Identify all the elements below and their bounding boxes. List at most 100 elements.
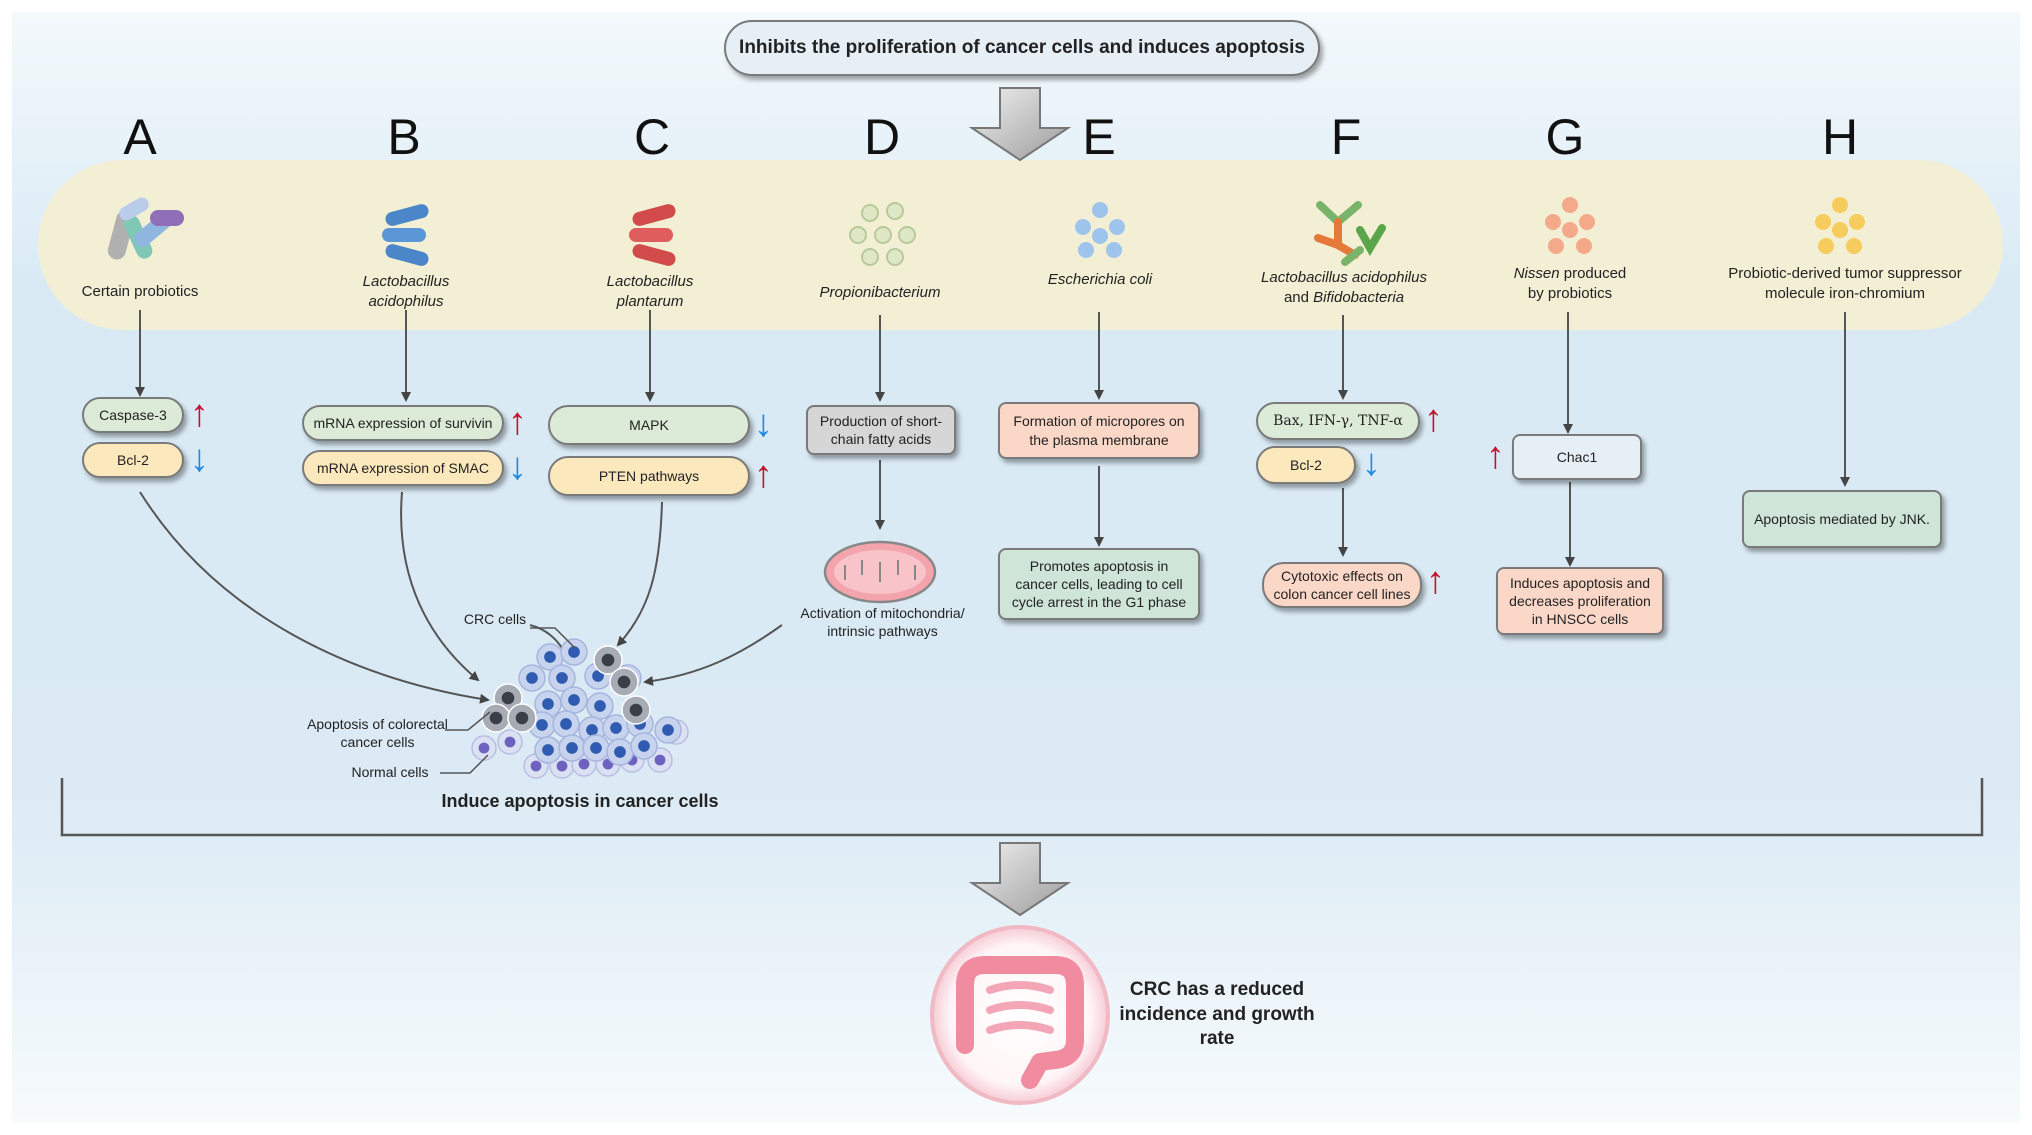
source-g-line1a: Nissen	[1513, 265, 1560, 282]
cocci-bacteria-yellow-icon	[1815, 197, 1865, 254]
probiotic-band	[38, 160, 2003, 330]
normal-cells-label: Normal cells	[335, 763, 445, 781]
source-b-line1: Lactobacillus	[362, 273, 450, 290]
jnk-box: Apoptosis mediated by JNK.	[1742, 490, 1942, 548]
cell-nucleus	[590, 742, 602, 754]
branching-bacteria-icon	[1314, 201, 1386, 266]
bracket-line	[60, 778, 1984, 837]
smac-box: mRNA expression of SMAC	[302, 450, 504, 486]
outcome-line3: rate	[1199, 1028, 1235, 1050]
source-f-line1: Lactobacillus acidophilus	[1261, 269, 1427, 286]
micropores-text: Formation of micropores on the plasma me…	[1013, 413, 1185, 448]
caspase3-text: Caspase-3	[99, 406, 167, 423]
chac1-box: Chac1	[1512, 434, 1642, 480]
source-c-line1: Lactobacillus	[606, 273, 694, 290]
cocci-bacteria-orange-icon	[1545, 197, 1595, 254]
source-a-text: Certain probiotics	[81, 283, 199, 300]
cell-nucleus	[629, 703, 643, 717]
source-f-line2b: Bifidobacteria	[1313, 288, 1405, 306]
cell-nucleus	[614, 746, 626, 758]
source-label-a: Certain probiotics	[60, 282, 220, 302]
source-h-line2: molecule iron-chromium	[1764, 284, 1926, 302]
cell-label-leaders	[440, 627, 576, 774]
flow-connectors	[135, 310, 1850, 704]
middle-down-arrow	[968, 842, 1072, 917]
source-e-text: Escherichia coli	[1047, 271, 1153, 288]
cell-nucleus	[542, 698, 554, 710]
source-h-line1: Probiotic-derived tumor suppressor	[1728, 265, 1962, 282]
up-arrow-cytotoxic: ↑	[1426, 560, 1445, 602]
apoptosis-label: Apoptosis of colorectal cancer cells	[290, 715, 465, 751]
pten-box: PTEN pathways	[548, 456, 750, 496]
cell-nucleus	[592, 670, 604, 682]
source-c-line2: plantarum	[616, 292, 684, 310]
induce-apoptosis-caption: Induce apoptosis in cancer cells	[380, 790, 780, 813]
source-label-b: Lactobacillus acidophilus	[326, 272, 486, 311]
cell-nucleus	[610, 722, 622, 734]
bax-text: Bax, IFN-γ, TNF-α	[1273, 412, 1403, 429]
bcl2-a-text: Bcl-2	[117, 451, 149, 468]
mitochondria-line1: Activation of mitochondria/	[800, 605, 965, 621]
survivin-text: mRNA expression of survivin	[313, 414, 493, 431]
source-g-line2: by probiotics	[1527, 284, 1613, 302]
up-arrow-survivin: ↑	[508, 401, 527, 443]
header-box: Inhibits the proliferation of cancer cel…	[724, 20, 1320, 76]
panel-letter-h: H	[1821, 109, 1859, 165]
cell-nucleus	[526, 672, 538, 684]
source-b-line2: acidophilus	[368, 292, 444, 310]
down-arrow-bcl2-a: ↓	[190, 438, 209, 480]
cell-nucleus	[542, 744, 554, 756]
smac-text: mRNA expression of SMAC	[317, 459, 489, 476]
cell-nucleus	[501, 691, 515, 705]
scfa-box: Production of short-chain fatty acids	[806, 405, 956, 455]
chac1-text: Chac1	[1556, 448, 1598, 465]
down-arrow-bcl2-f: ↓	[1362, 442, 1381, 484]
cell-nucleus	[556, 672, 568, 684]
cell-nucleus	[560, 718, 572, 730]
caspase3-box: Caspase-3	[82, 397, 184, 433]
panel-letter-f: F	[1330, 109, 1362, 165]
up-arrow-caspase3: ↑	[190, 393, 209, 435]
outcome-line2: incidence and growth	[1119, 1003, 1315, 1025]
mapk-text: MAPK	[629, 416, 669, 433]
cell-nucleus	[594, 700, 606, 712]
bcl2-box-f: Bcl-2	[1256, 446, 1356, 484]
cell-nucleus	[530, 760, 542, 772]
g1-arrest-box: Promotes apoptosis in cancer cells, lead…	[998, 548, 1200, 620]
up-arrow-chac1: ↑	[1486, 435, 1505, 477]
panel-letter-g: G	[1545, 109, 1585, 165]
down-arrow-mapk: ↓	[754, 403, 773, 445]
cocci-bacteria-green-icon	[849, 202, 916, 266]
mapk-box: MAPK	[548, 405, 750, 445]
hnscc-box: Induces apoptosis and decreases prolifer…	[1496, 567, 1664, 635]
cell-nucleus	[489, 711, 503, 725]
jnk-text: Apoptosis mediated by JNK.	[1754, 510, 1930, 527]
apoptosis-line1: Apoptosis of colorectal	[307, 716, 448, 732]
cell-nucleus	[556, 760, 568, 772]
source-label-d: Propionibacterium	[790, 283, 970, 303]
hnscc-text: Induces apoptosis and decreases prolifer…	[1509, 574, 1651, 628]
micropores-box: Formation of micropores on the plasma me…	[998, 402, 1200, 459]
source-f-line2a: and	[1283, 288, 1314, 306]
crc-cells-text: CRC cells	[463, 611, 527, 627]
survivin-box: mRNA expression of survivin	[302, 405, 504, 441]
induce-apoptosis-text: Induce apoptosis in cancer cells	[441, 791, 719, 811]
bcl2-box-a: Bcl-2	[82, 442, 184, 478]
source-label-f: Lactobacillus acidophilus and Bifidobacte…	[1234, 268, 1454, 307]
mitochondrion-icon	[823, 540, 937, 604]
source-label-e: Escherichia coli	[1010, 270, 1190, 290]
outcome-text: CRC has a reduced incidence and growth rat…	[1102, 978, 1332, 1052]
colon-icon	[930, 925, 1110, 1105]
cell-nucleus	[536, 719, 548, 731]
down-arrow-smac: ↓	[508, 446, 527, 488]
outcome-line1: CRC has a reduced	[1129, 979, 1305, 1000]
mitochondria-line2: intrinsic pathways	[827, 623, 938, 640]
apoptosis-line2: cancer cells	[340, 734, 415, 751]
cell-nucleus	[568, 694, 580, 706]
cell-nucleus	[515, 711, 529, 725]
panel-letter-d: D	[863, 109, 901, 165]
normal-cells-text: Normal cells	[351, 764, 429, 780]
g1-arrest-text: Promotes apoptosis in cancer cells, lead…	[1011, 557, 1187, 611]
